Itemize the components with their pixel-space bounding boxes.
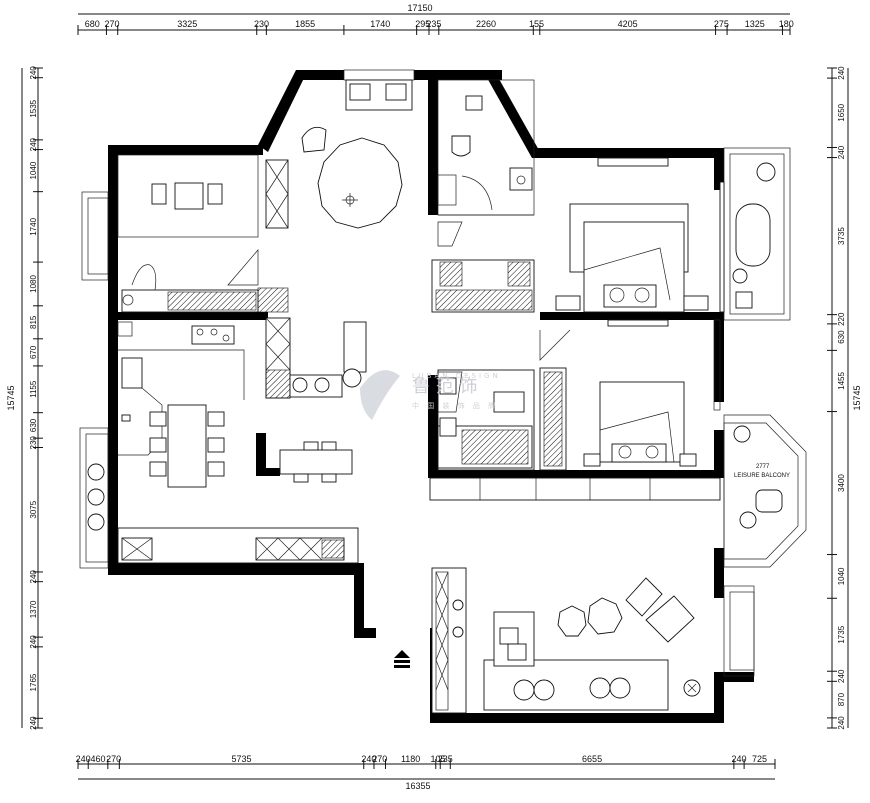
bottom-dim-label: 105 [430,754,445,764]
left-dim-label: 240 [29,570,38,584]
total-right-dim: 15745 [852,385,862,410]
top-dim-label: 270 [105,19,120,29]
left-dim-label: 1765 [29,673,38,691]
left-dim-label: 240 [29,716,38,730]
top-dim-label: 2260 [476,19,496,29]
bathroom-2 [437,369,535,471]
bottom-dim-label: 240 [731,754,746,764]
bathroom [431,79,535,313]
top-dim-label: 235 [426,19,441,29]
left-dim-label: 3075 [29,500,38,518]
right-dim-label: 3735 [837,227,846,245]
left-dim-label: 240 [29,137,38,151]
top-dim-label: 4205 [618,19,638,29]
left-dim-label: 230 [29,436,38,450]
top-dim-label: 230 [254,19,269,29]
right-dim-label: 3400 [837,474,846,492]
bottom-dim-label: 1180 [401,754,420,764]
corridor-cabinet [429,477,721,501]
top-dim-label: 155 [529,19,544,29]
left-dim-label: 1040 [29,161,38,179]
right-dim-label: 220 [837,312,846,326]
chair [207,183,223,205]
kitchen [87,321,359,564]
total-top-dim: 17150 [407,3,432,13]
left-dim-label: 670 [29,345,38,359]
total-bottom-dim: 16355 [405,781,430,791]
bottom-dim-label: 240 [76,754,91,764]
study-room [117,154,259,313]
left-dim-label: 1370 [29,600,38,618]
dining-round [257,79,413,313]
top-dim-label: 3325 [177,19,197,29]
right-dim-label: 870 [837,692,846,706]
top-dim-label: 1740 [370,19,390,29]
bottom-dim-label: 5735 [232,754,252,764]
master-bedroom [555,157,776,313]
leisure-balcony: 2777 LEISURE BALCONY [733,425,790,529]
balcony-code: 2777 [756,464,770,470]
entry-arrow-icon [394,650,410,668]
right-dim-label: 240 [837,669,846,683]
bottom-dim-label: 460 [91,754,106,764]
dimension-right: 15745 240 1650 240 3735 220 630 1455 3400 1040 17… [827,66,862,730]
living-room [431,567,701,714]
bottom-dim-label: 270 [106,754,121,764]
top-dim-label: 680 [85,19,100,29]
bottom-dim-label: 725 [752,754,767,764]
chair [151,183,167,205]
left-dim-label: 1740 [29,217,38,235]
top-dim-label: 180 [779,19,794,29]
desk [174,182,204,210]
left-dim-label: 1080 [29,275,38,293]
watermark-latin: LUBAN DESIGN [412,372,501,380]
left-dim-label: 240 [29,66,38,80]
right-dim-label: 1650 [837,103,846,121]
top-dim-label: 275 [714,19,729,29]
watermark: 鲁 范 饰 中 国 装 饰 品 牌 LUBAN DESIGN [360,370,501,420]
top-dim-label: 295 [415,19,430,29]
bottom-dim-label: 235 [438,754,453,764]
second-bedroom [539,319,697,471]
right-dim-label: 1040 [837,567,846,585]
dimension-left: 15745 240 1535 240 1040 1740 1080 815 670 1155 63… [6,66,43,730]
right-dim-label: 1735 [837,625,846,643]
top-dim-label: 1855 [295,19,315,29]
bottom-dim-label: 270 [372,754,387,764]
bottom-dim-label: 240 [361,754,376,764]
right-dim-label: 240 [837,145,846,159]
left-dim-label: 1155 [29,380,38,398]
right-dim-label: 630 [837,330,846,344]
dining-table [167,404,207,488]
left-dim-label: 240 [29,635,38,649]
window-frames [79,69,807,677]
balcony-label: LEISURE BALCONY [734,473,790,479]
left-dim-label: 1535 [29,99,38,117]
left-dim-label: 630 [29,418,38,432]
left-dim-label: 815 [29,315,38,329]
right-dim-label: 1455 [837,372,846,390]
watermark-title: 鲁 范 饰 [412,376,477,397]
right-dim-label: 240 [837,66,846,80]
total-left-dim: 15745 [6,385,16,410]
watermark-subtitle: 中 国 装 饰 品 牌 [412,401,498,410]
bottom-dim-label: 6655 [582,754,602,764]
island [265,317,367,483]
top-dim-label: 1325 [745,19,765,29]
right-dim-label: 240 [837,716,846,730]
